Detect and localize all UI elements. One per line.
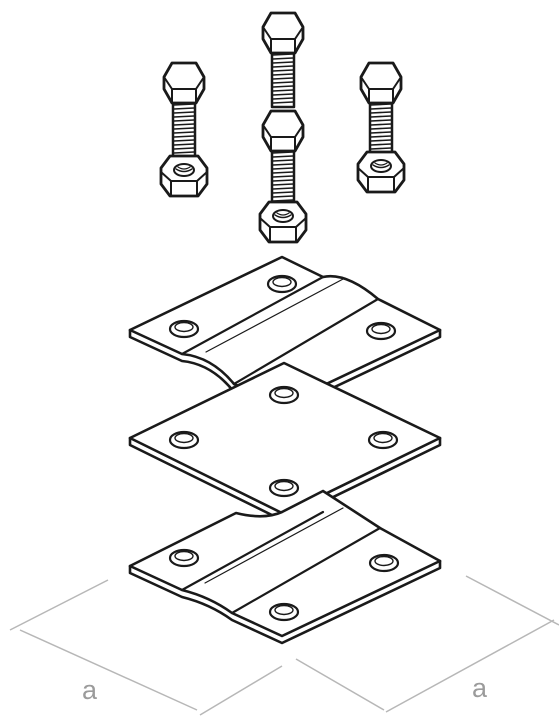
bolt-center (261, 109, 305, 207)
plate-middle-flat (128, 361, 442, 523)
bolt-left (162, 61, 206, 159)
bolt-right (359, 61, 403, 159)
dimension-right: a (295, 575, 559, 713)
plate-bottom-grooved (128, 489, 442, 645)
dimension-label-right: a (472, 673, 488, 703)
dimension-label-left: a (82, 675, 98, 705)
plate-bottom-holes (168, 548, 400, 622)
plate-middle-holes (168, 385, 399, 498)
dimension-left: a (9, 579, 283, 716)
nut-center (258, 200, 308, 244)
bolt-top (261, 11, 305, 109)
nut-right (356, 150, 406, 194)
nut-left (159, 154, 209, 198)
